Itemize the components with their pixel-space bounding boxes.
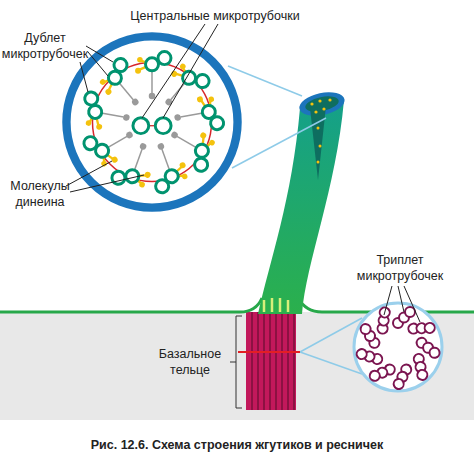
dynein-dots <box>310 98 331 163</box>
membrane-ring <box>66 36 237 207</box>
basal-body-core <box>246 312 296 410</box>
central-microtubule <box>133 118 149 134</box>
part-label: Молекулы динеина <box>0 178 80 210</box>
triplet <box>368 359 396 386</box>
basal-section <box>354 303 442 391</box>
basal-tips <box>264 298 288 312</box>
bracket <box>230 316 242 408</box>
zoom-lines <box>228 66 362 374</box>
part-label: Центральные микротрубочки <box>120 8 310 24</box>
part-label: Дублет микротрубочек <box>0 30 90 62</box>
doublet <box>142 138 192 195</box>
axoneme-cutaway <box>310 106 326 180</box>
part-label: Триплет микротрубочек <box>350 252 450 284</box>
central-microtubule <box>155 118 171 134</box>
doublet <box>94 56 152 116</box>
triplet <box>368 305 398 335</box>
doublet <box>110 137 160 194</box>
figure-caption: Рис. 12.6. Схема строения жгутиков и рес… <box>0 438 474 452</box>
axoneme-section <box>66 36 237 207</box>
section-line <box>238 351 300 353</box>
doublet <box>80 91 133 135</box>
part-label: Базальное тельце <box>150 346 230 378</box>
doublet <box>135 52 171 100</box>
basal-body-stripes <box>252 312 294 410</box>
basal-body <box>246 312 296 410</box>
doublet <box>171 93 224 137</box>
section-ring <box>354 303 442 391</box>
